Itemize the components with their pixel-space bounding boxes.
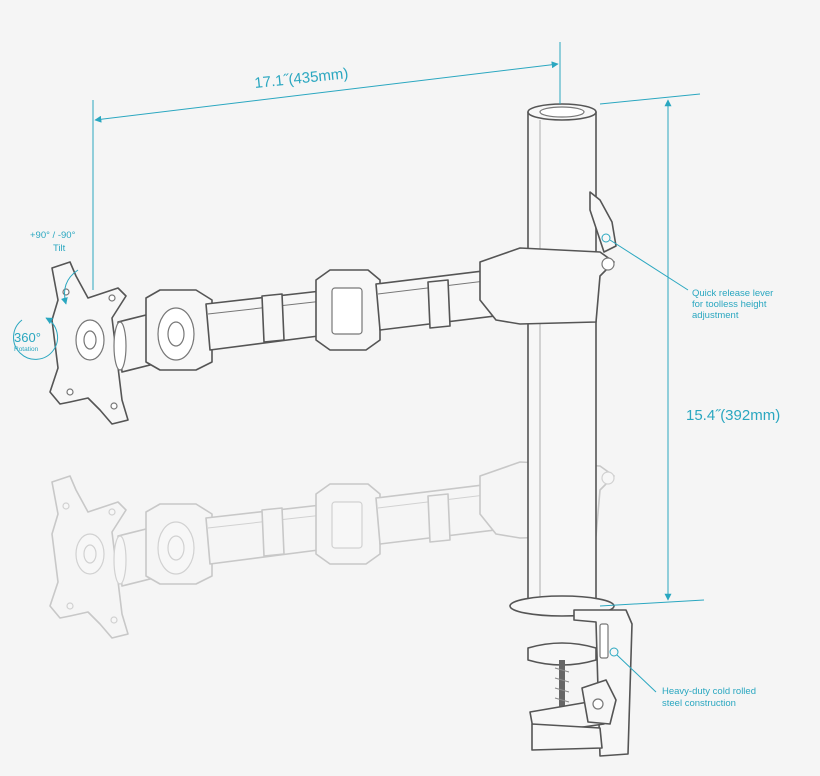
rotation-indicator: 360° Rotation <box>13 317 59 360</box>
tilt-angle-text: +90° / -90° <box>30 230 76 241</box>
lever-callout-line-3: adjustment <box>692 310 739 321</box>
pole-height-label: 15.4˝(392mm) <box>686 407 780 424</box>
clamp-callout-line-2: steel construction <box>662 698 736 709</box>
rotation-arrow-icon <box>13 317 59 360</box>
arm-length-label: 17.1˝(435mm) <box>254 65 349 92</box>
lever-callout-line-2: for toolless height <box>692 299 767 310</box>
lever-callout-line-1: Quick release lever <box>692 288 773 299</box>
desk-clamp <box>509 595 633 757</box>
tilt-arrow-icon <box>60 269 79 305</box>
rotation-degrees: 360° <box>14 330 41 345</box>
clamp-callout-line-1: Heavy-duty cold rolled <box>662 686 756 697</box>
pole-height-dimension: 15.4˝(392mm) <box>599 93 780 607</box>
lever-callout: Quick release lever for toolless height … <box>601 233 773 321</box>
rotation-label: Rotation <box>14 346 39 353</box>
tilt-label: Tilt <box>53 243 66 254</box>
vertical-pole <box>527 103 597 611</box>
arm-length-dimension: 17.1˝(435mm) <box>92 42 561 290</box>
clamp-callout: Heavy-duty cold rolled steel constructio… <box>609 647 756 709</box>
tilt-indicator: +90° / -90° Tilt <box>30 230 79 305</box>
